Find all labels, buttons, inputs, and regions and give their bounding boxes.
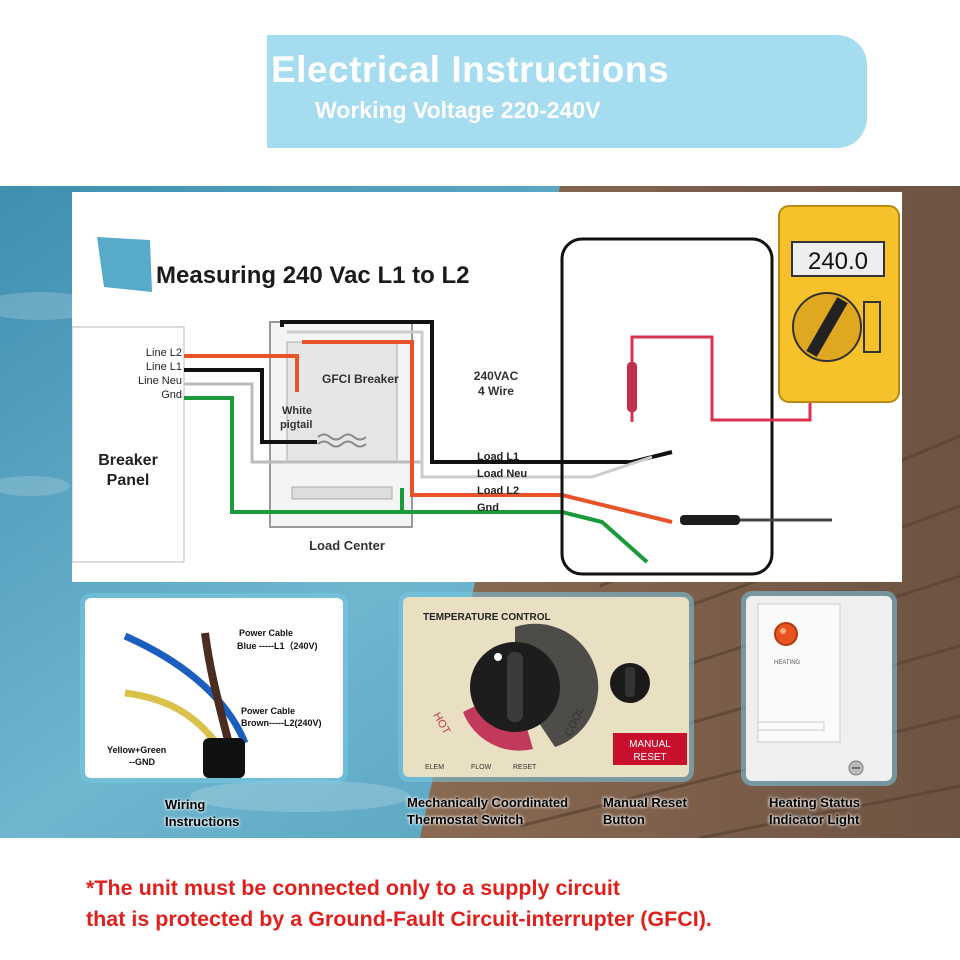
brown-wire [201, 632, 234, 749]
heating-caption-1: Heating Status [769, 795, 861, 810]
gnd-label: Gnd [161, 389, 182, 401]
load-center-label: Load Center [309, 538, 385, 553]
gfci-label: GFCI Breaker [322, 372, 399, 386]
neutral-bar [291, 486, 393, 500]
brown-cable-label-1: Power Cable [241, 706, 295, 716]
gfci-notice: *The unit must be connected only to a su… [86, 873, 906, 935]
wire-load-l2 [302, 340, 673, 524]
blue-wire [123, 632, 249, 745]
ground-label-1: Yellow+Green [107, 745, 166, 755]
meter-lead-loop [560, 237, 774, 576]
ground-label-2: --GND [129, 757, 155, 767]
wiring-caption-2: Instructions [165, 814, 240, 829]
blue-cable-label-2: Blue -----L1（240V) [237, 641, 318, 651]
wire-line-l2 [184, 354, 299, 392]
meter-reading: 240.0 [808, 248, 868, 275]
load-l1-label: Load L1 [477, 451, 519, 463]
heating-caption-2: Indicator Light [769, 812, 860, 827]
header-banner: Electrical Instructions Working Voltage … [267, 35, 867, 148]
line-l2-label: Line L2 [146, 347, 182, 359]
heating-label: HEATING [774, 660, 801, 666]
manual-reset-label-1: MANUAL [629, 739, 671, 750]
breaker-panel-label-1: Breaker [98, 452, 158, 469]
gfci-notice-line-2: that is protected by a Ground-Fault Circ… [86, 907, 712, 931]
page-subtitle: Working Voltage 220-240V [315, 97, 601, 123]
page-title: Electrical Instructions [271, 49, 670, 90]
load-neu-label: Load Neu [477, 468, 527, 480]
breaker-panel-label-2: Panel [107, 472, 150, 489]
wiring-diagram: Measuring 240 Vac L1 to L2 Breaker Panel… [71, 192, 902, 582]
elem-label: ELEM [425, 764, 444, 771]
supply-label-1: 240VAC [474, 369, 519, 383]
load-gnd-label: Gnd [477, 502, 499, 514]
reset-label: RESET [513, 764, 537, 771]
pigtail-label-1: White [282, 405, 312, 417]
breaker-panel [71, 326, 185, 563]
manual-reset-plate [613, 733, 687, 765]
red-probe [627, 362, 637, 412]
flow-label: FLOW [471, 764, 492, 771]
load-l2-label: Load L2 [477, 485, 519, 497]
gfci-notice-line-1: *The unit must be connected only to a su… [86, 876, 620, 900]
diagram-heading: Measuring 240 Vac L1 to L2 [156, 262, 469, 289]
brown-cable-label-2: Brown-----L2(240V) [241, 718, 322, 728]
hot-label: HOT [430, 711, 452, 737]
wiring-caption: Wiring Instructions [165, 796, 239, 830]
heating-indicator-panel: HEATING [746, 596, 892, 781]
wire-line-l1 [184, 368, 317, 444]
line-neu-label: Line Neu [138, 375, 182, 387]
blue-cable-label-1: Power Cable [239, 628, 293, 638]
wire-load-gnd [232, 510, 649, 564]
supply-label-2: 4 Wire [478, 384, 514, 398]
reset-caption-1: Manual Reset [603, 795, 687, 810]
temperature-control-title: TEMPERATURE CONTROL [423, 612, 551, 623]
pigtail-label-2: pigtail [280, 419, 312, 431]
thermostat-caption-1: Mechanically Coordinated [407, 795, 569, 810]
wiring-instructions-panel: Power Cable Blue -----L1（240V) Power Cab… [85, 598, 343, 778]
manual-reset-label-2: RESET [633, 752, 666, 763]
yellow-green-wire [124, 689, 223, 751]
meter-selector-knob [806, 297, 848, 357]
heating-caption: Heating Status Indicator Light [769, 794, 860, 828]
black-probe [680, 515, 740, 525]
diagram-logo-icon [97, 237, 152, 292]
thermostat-caption: Mechanically Coordinated Thermostat Swit… [407, 794, 568, 828]
cable-sheath [203, 738, 245, 778]
wiring-caption-1: Wiring [165, 797, 206, 812]
heating-indicator-light [774, 622, 798, 646]
meter-display [791, 241, 885, 277]
line-l1-label: Line L1 [146, 361, 182, 373]
wire-line-neu [184, 382, 422, 464]
thermostat-panel: TEMPERATURE CONTROL HOT COOL ELEM FLOW R… [403, 597, 689, 777]
reset-caption: Manual Reset Button [603, 794, 687, 828]
wire-load-neu [287, 330, 653, 479]
reset-caption-2: Button [603, 812, 645, 827]
red-probe-lead [630, 335, 812, 422]
thermostat-caption-2: Thermostat Switch [407, 812, 524, 827]
